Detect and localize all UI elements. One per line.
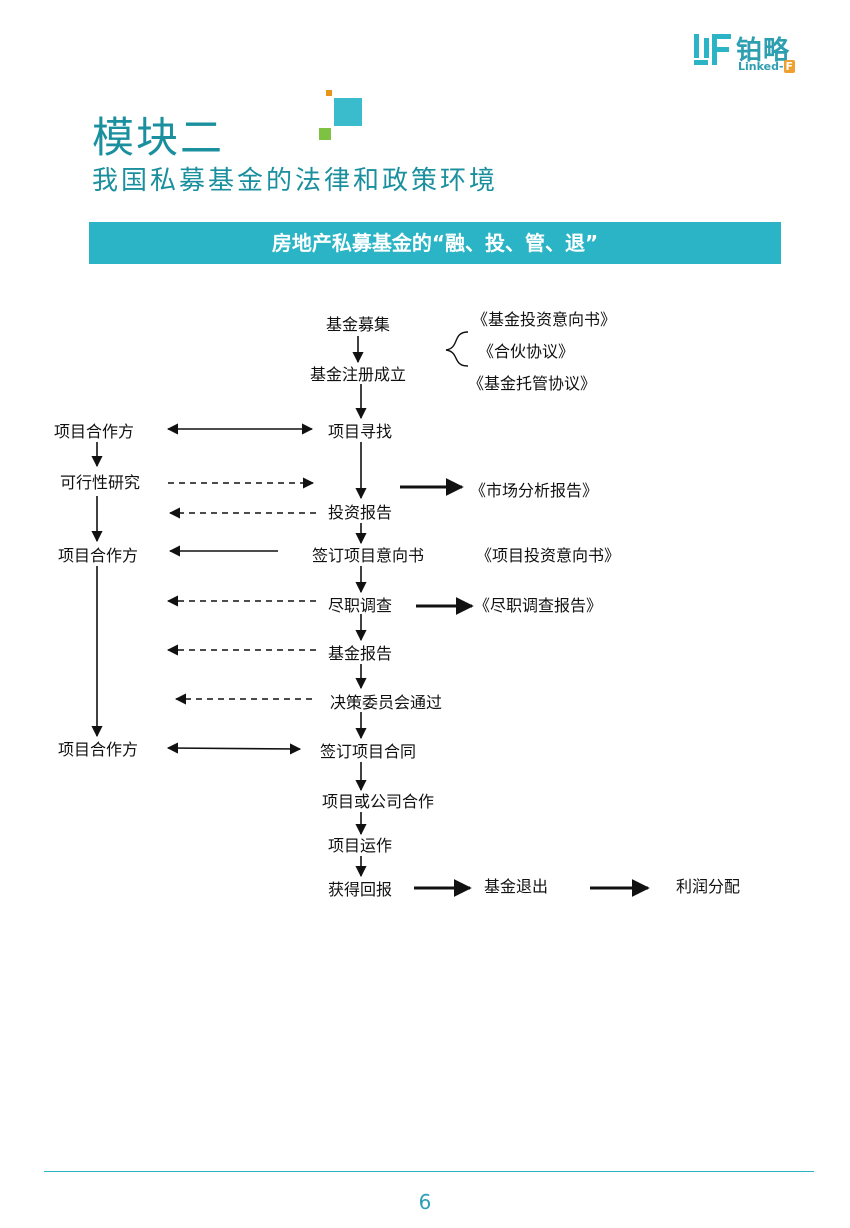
brand-logo-icon — [694, 34, 731, 65]
page-number: 6 — [418, 1190, 432, 1214]
module-subtitle: 我国私募基金的法律和政策环境 — [92, 166, 499, 196]
brand-name-cn: 铂略 — [736, 36, 791, 66]
doc-dd-report: 《尽职调查报告》 — [474, 596, 603, 615]
doc-project-intent: 《项目投资意向书》 — [476, 546, 621, 565]
node-feasibility: 可行性研究 — [60, 473, 141, 492]
doc-fund-prospectus: 《基金投资意向书》 — [472, 310, 617, 329]
doc-market-report: 《市场分析报告》 — [470, 481, 599, 500]
brand-name-en: Linked-F — [738, 60, 796, 73]
node-operation: 项目运作 — [328, 836, 393, 855]
node-fund-raise: 基金募集 — [326, 315, 391, 334]
document-brace — [445, 331, 469, 367]
node-cooperation: 项目或公司合作 — [322, 792, 435, 811]
doc-partnership-agreement: 《合伙协议》 — [478, 342, 575, 361]
node-partner-1: 项目合作方 — [54, 422, 135, 441]
arrow-partner3-contract-both — [166, 742, 302, 755]
brand-logo: 铂略 Linked-F — [692, 30, 812, 74]
node-project-search: 项目寻找 — [328, 422, 393, 441]
node-due-diligence: 尽职调查 — [328, 596, 393, 615]
section-banner: 房地产私募基金的“融、投、管、退” — [89, 222, 781, 264]
node-committee: 决策委员会通过 — [330, 693, 443, 712]
node-sign-contract: 签订项目合同 — [320, 742, 417, 761]
node-profit-distribution: 利润分配 — [676, 877, 741, 896]
node-fund-exit: 基金退出 — [484, 877, 549, 896]
node-returns: 获得回报 — [328, 880, 393, 899]
node-partner-2: 项目合作方 — [58, 546, 139, 565]
footer-divider — [44, 1171, 814, 1172]
node-fund-report: 基金报告 — [328, 644, 393, 663]
node-sign-intent: 签订项目意向书 — [312, 546, 425, 565]
doc-custody-agreement: 《基金托管协议》 — [468, 374, 597, 393]
module-title: 模块二 — [92, 113, 225, 162]
node-fund-register: 基金注册成立 — [310, 365, 407, 384]
node-partner-3: 项目合作方 — [58, 740, 139, 759]
node-investment-report: 投资报告 — [328, 503, 393, 522]
decorative-squares-icon — [319, 90, 362, 140]
brand-name-en-tag: F — [783, 60, 796, 73]
brand-name-en-text: Linked- — [738, 60, 784, 73]
